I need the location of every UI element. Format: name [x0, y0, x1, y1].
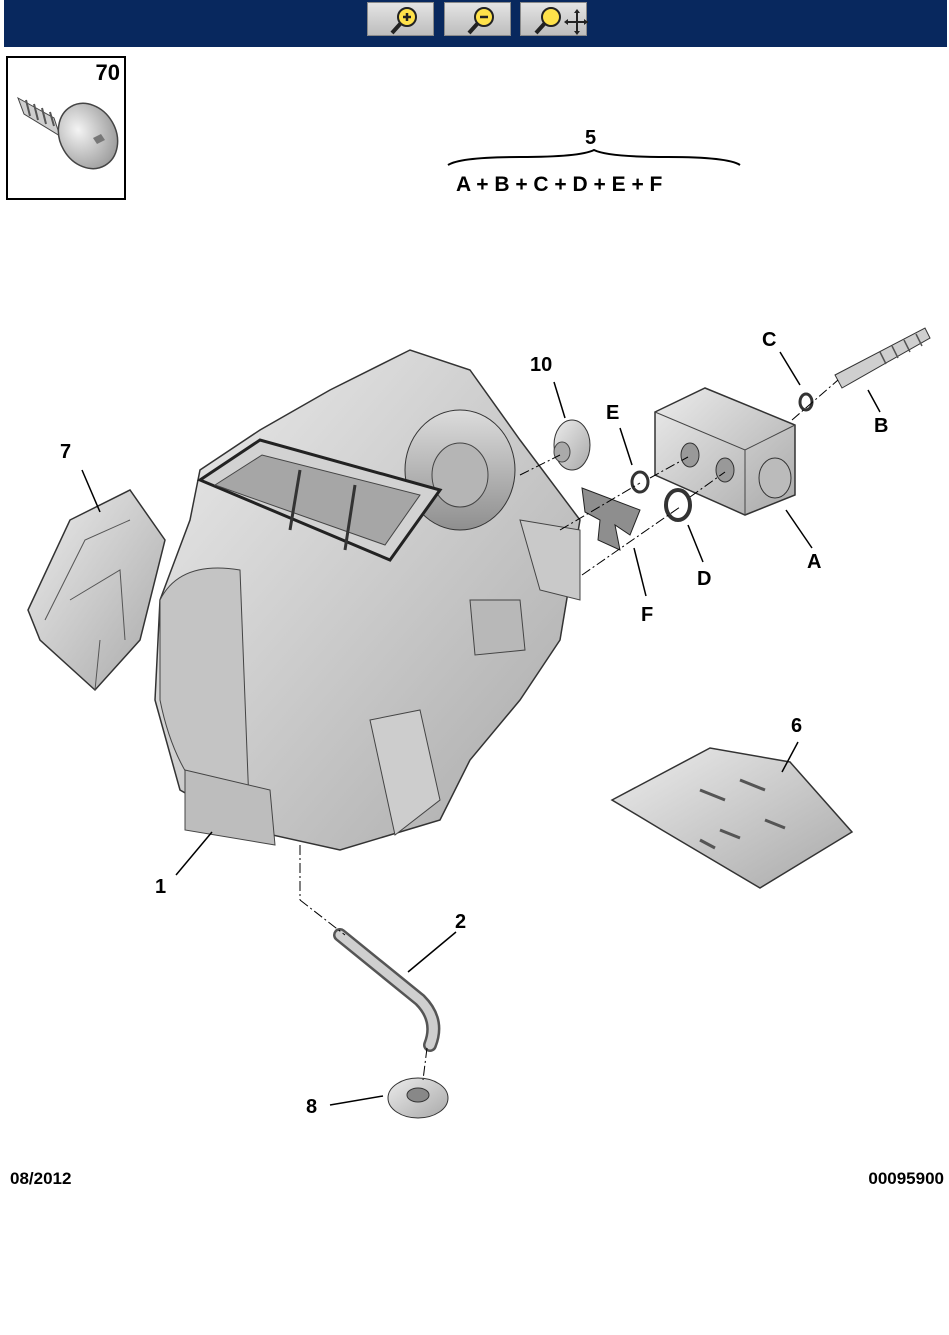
callout-f: F — [641, 604, 654, 626]
callout-e: E — [606, 402, 620, 424]
leader-lines — [81, 351, 881, 1106]
callout-10: 10 — [530, 354, 553, 376]
alignment-lines — [299, 379, 839, 1081]
zoom-pan-icon — [534, 7, 588, 35]
callout-1: 1 — [155, 876, 167, 898]
callout-a: A — [807, 551, 822, 573]
screw-icon — [17, 96, 119, 170]
part-2-drain-tube — [333, 928, 441, 1052]
zoom-in-button[interactable] — [367, 2, 434, 36]
kit-number: 5 — [585, 127, 597, 149]
zoom-out-button[interactable] — [444, 2, 511, 36]
part-10-grommet — [553, 419, 591, 471]
part-e-oring — [630, 470, 650, 494]
footer-date: 08/2012 — [10, 1169, 72, 1188]
part-8-grommet — [387, 1077, 449, 1119]
part-b-stud — [834, 327, 931, 389]
callout-7: 7 — [60, 441, 72, 463]
callout-2: 2 — [455, 911, 467, 933]
toolbar — [4, 0, 947, 47]
callout-8: 8 — [306, 1096, 318, 1118]
inset-screw-box: 70 — [6, 56, 126, 200]
kit-formula: A + B + C + D + E + F — [456, 173, 663, 196]
part-f-plate — [581, 487, 641, 551]
part-6-bag — [610, 747, 854, 889]
part-1-housing — [154, 349, 581, 851]
callout-d: D — [697, 568, 712, 590]
zoom-pan-button[interactable] — [520, 2, 588, 36]
footer-reference: 00095900 — [868, 1169, 944, 1188]
callout-c: C — [762, 329, 777, 351]
callout-b: B — [874, 415, 889, 437]
zoom-out-icon — [467, 7, 494, 35]
part-7-cover — [27, 489, 166, 692]
part-a-valve — [654, 387, 796, 516]
inset-part-number: 70 — [95, 60, 120, 85]
part-d-oring — [664, 488, 692, 522]
zoom-in-icon — [390, 7, 417, 35]
callout-6: 6 — [791, 715, 803, 737]
